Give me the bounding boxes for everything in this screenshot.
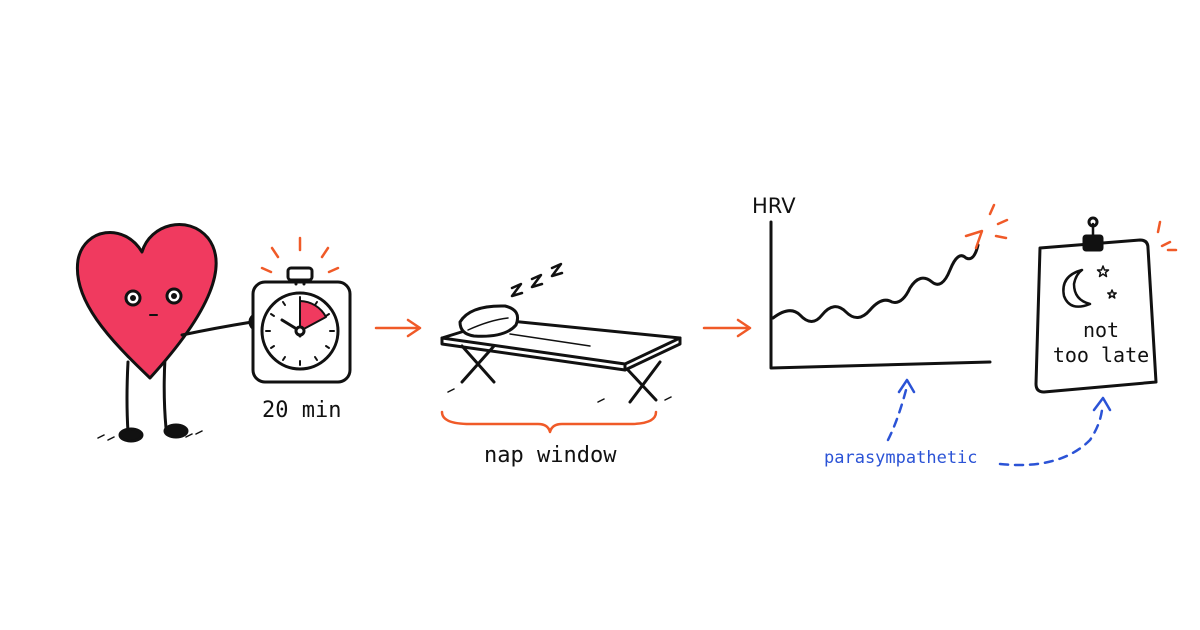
heart-character xyxy=(75,223,268,443)
parasympathetic-label: parasympathetic xyxy=(824,448,978,468)
arrow-timer-to-bed xyxy=(374,318,422,338)
timer-label: 20 min xyxy=(262,398,342,423)
cot-bed xyxy=(440,262,682,434)
heart-body xyxy=(75,223,218,380)
hrv-axis-label: HRV xyxy=(752,194,796,218)
clipboard-note xyxy=(1034,216,1178,394)
hrv-line xyxy=(771,243,980,323)
note-line-1: not xyxy=(1082,318,1120,342)
parasympathetic-arrows xyxy=(886,388,1104,467)
nap-window-brace xyxy=(440,410,658,434)
arrow-bed-to-chart xyxy=(702,318,752,338)
zzz-icon xyxy=(510,262,564,298)
nap-window-label: nap window xyxy=(484,443,617,468)
stopwatch-icon xyxy=(251,236,352,384)
note-line-2: too late xyxy=(1052,343,1150,367)
moon-icon xyxy=(1062,268,1092,308)
star-icon xyxy=(1107,289,1117,299)
hrv-chart xyxy=(769,203,1009,370)
star-icon xyxy=(1096,265,1110,278)
